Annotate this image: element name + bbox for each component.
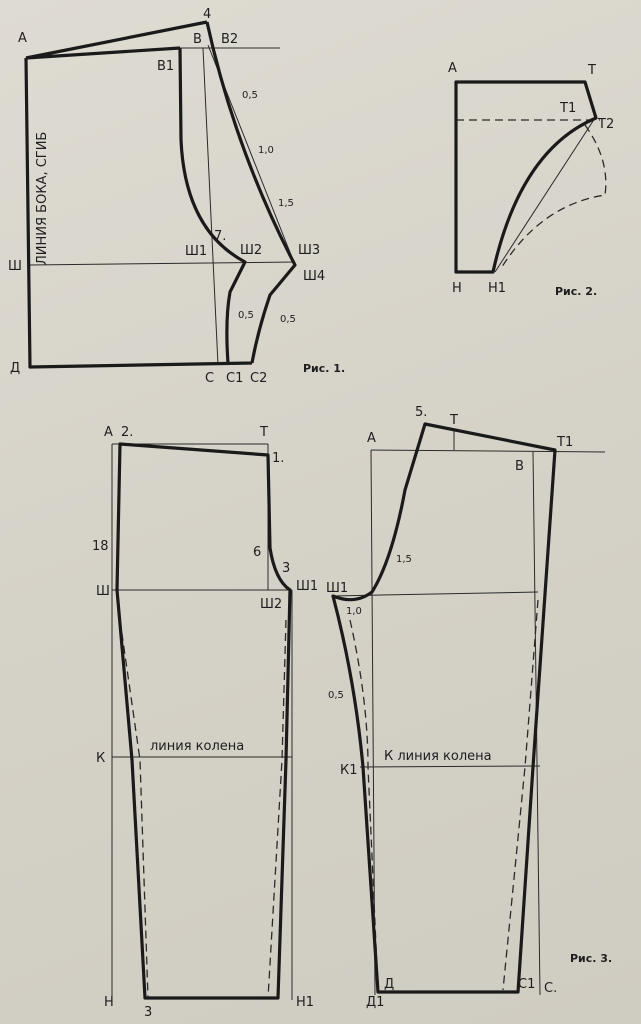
label-a: А	[367, 431, 376, 446]
measure-1-5: 1,5	[278, 198, 294, 209]
label-a: А	[448, 61, 457, 76]
measure-0-5: 0,5	[242, 90, 258, 101]
dashed-contour	[499, 124, 607, 271]
dashed-contours	[119, 619, 287, 999]
label-a: А	[18, 31, 27, 46]
label-t: Т	[259, 425, 268, 440]
label-h1: Н1	[488, 281, 506, 296]
fig1-outline	[24, 20, 297, 369]
label-sh2: Ш2	[240, 243, 262, 258]
side-line-label: ЛИНИЯ БОКА, СГИБ	[35, 132, 50, 265]
label-c1: С1	[226, 371, 243, 386]
figure-3-front-trouser: А 2. Т 1. 18 6 3 Ш Ш1 Ш2 К линия колена …	[92, 425, 318, 1020]
label-sh1: Ш1	[185, 244, 207, 259]
label-6: 6	[253, 545, 261, 560]
label-d1: Д1	[366, 995, 384, 1010]
label-sh2: Ш2	[260, 597, 282, 612]
measure-0-5-inner: 0,5	[238, 310, 254, 321]
label-sh1: Ш1	[296, 579, 318, 594]
label-t: Т	[587, 63, 596, 78]
chord-line	[494, 117, 596, 273]
label-18: 18	[92, 539, 109, 554]
label-b1: В1	[157, 59, 174, 74]
label-sh3: Ш3	[298, 243, 320, 258]
fig2-outline	[454, 80, 598, 274]
label-h1: Н1	[296, 995, 314, 1010]
label-3-bottom: 3	[144, 1005, 152, 1020]
label-c1: С1	[518, 977, 535, 992]
dashed-contours	[349, 599, 539, 991]
knee-line-label: линия колена	[150, 739, 244, 754]
knee-line	[359, 765, 541, 768]
measure-0-5: 0,5	[328, 690, 344, 701]
label-b: В	[193, 32, 202, 47]
hip-line	[331, 591, 539, 597]
label-h: Н	[452, 281, 462, 296]
label-b2: В2	[221, 32, 238, 47]
label-t2: Т2	[597, 117, 614, 132]
back-outline	[331, 422, 557, 994]
figure-1-shorts-pattern: А 4 В В2 В1 0,5 1,0 1,5 7. Ш Ш1 Ш2 Ш3 Ш4…	[8, 7, 345, 386]
front-outline	[115, 442, 292, 1000]
vertical-guide-line	[202, 47, 219, 366]
figure-1-caption: Рис. 1.	[303, 362, 345, 375]
figure-2-caption: Рис. 2.	[555, 285, 597, 298]
label-d: Д	[10, 361, 20, 376]
label-c: С	[205, 371, 214, 386]
figure-3-back-trouser: 5. Т А В Т1 Ш1 1,0 1,5 0,5 К линия колен…	[326, 405, 612, 1010]
hip-line	[29, 261, 296, 266]
label-5: 5.	[415, 405, 427, 420]
label-t1: Т1	[559, 101, 576, 116]
label-d: Д	[384, 977, 394, 992]
label-1: 1.	[272, 451, 284, 466]
label-k: К	[96, 751, 105, 766]
waist-line	[370, 449, 606, 453]
measure-1-0: 1,0	[258, 145, 274, 156]
label-2: 2.	[121, 425, 133, 440]
label-sh4: Ш4	[303, 269, 325, 284]
figure-3-caption: Рис. 3.	[570, 952, 612, 965]
label-7: 7.	[214, 229, 226, 244]
label-c2: С2	[250, 371, 267, 386]
label-b: В	[515, 459, 524, 474]
measure-1-5: 1,5	[396, 554, 412, 565]
label-t: Т	[449, 413, 458, 428]
label-sh: Ш	[96, 584, 110, 599]
measure-0-5-outer: 0,5	[280, 314, 296, 325]
label-sh: Ш	[8, 259, 22, 274]
label-t1: Т1	[556, 435, 573, 450]
label-c: С.	[544, 981, 557, 996]
left-guide	[370, 449, 376, 996]
measure-1-0: 1,0	[346, 606, 362, 617]
label-4: 4	[203, 7, 211, 22]
label-a: А	[104, 425, 113, 440]
knee-line-label: К линия колена	[384, 749, 492, 764]
label-k1: К1	[340, 763, 358, 778]
label-sh1: Ш1	[326, 581, 348, 596]
figure-2-pattern: А Т Т1 Т2 Н Н1 Рис. 2.	[448, 61, 614, 298]
label-h: Н	[104, 995, 114, 1010]
label-3: 3	[282, 561, 290, 576]
